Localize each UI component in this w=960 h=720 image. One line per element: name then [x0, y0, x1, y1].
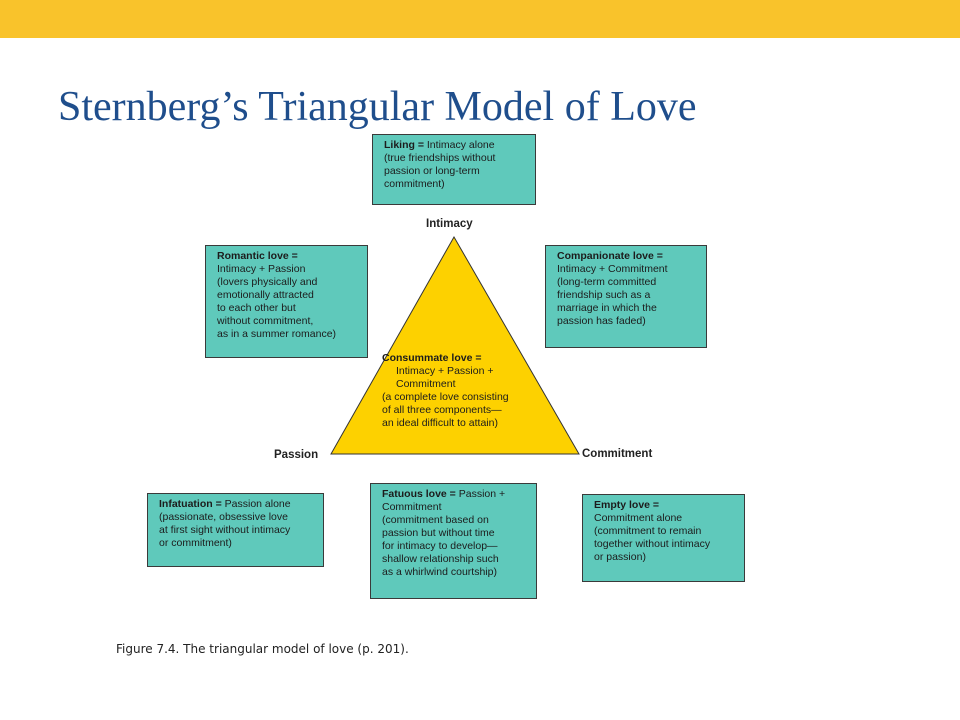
- infatuation-term: Infatuation =: [159, 498, 222, 510]
- romantic-line: to each other but: [217, 302, 296, 314]
- romantic-line: as in a summer romance): [217, 328, 337, 340]
- companionate-line: (long-term committed: [557, 276, 657, 288]
- romantic-line: Intimacy + Passion: [217, 263, 306, 275]
- romantic-line: without commitment,: [217, 315, 314, 327]
- fatuous-line: passion but without time: [382, 527, 495, 539]
- vertex-label-commitment: Commitment: [582, 448, 653, 460]
- consummate-line: an ideal difficult to attain): [382, 417, 498, 429]
- infatuation-line: (passionate, obsessive love: [159, 511, 288, 523]
- fatuous-line: shallow relationship such: [382, 553, 499, 565]
- infatuation-line: at first sight without intimacy: [159, 524, 291, 536]
- empty-line: or passion): [594, 551, 646, 563]
- box-liking: Liking = Intimacy alone (true friendship…: [372, 134, 536, 205]
- consummate-line: (a complete love consisting: [382, 391, 509, 403]
- companionate-term: Companionate love =: [557, 250, 663, 262]
- fatuous-line: Passion +: [458, 488, 506, 500]
- box-fatuous-love: Fatuous love = Passion + Commitment (com…: [370, 483, 537, 599]
- consummate-line: of all three components—: [382, 404, 502, 416]
- consummate-line: Commitment: [396, 378, 456, 390]
- fatuous-term: Fatuous love =: [382, 488, 456, 500]
- liking-line: passion or long-term: [384, 165, 480, 177]
- consummate-term: Consummate love =: [382, 352, 482, 364]
- consummate-line: Intimacy + Passion +: [396, 365, 494, 377]
- fatuous-line: (commitment based on: [382, 514, 489, 526]
- fatuous-line: for intimacy to develop—: [382, 540, 498, 552]
- romantic-line: emotionally attracted: [217, 289, 314, 301]
- companionate-line: marriage in which the: [557, 302, 657, 314]
- empty-line: Commitment alone: [594, 512, 683, 524]
- romantic-term: Romantic love =: [217, 250, 298, 262]
- vertex-label-passion: Passion: [274, 449, 319, 461]
- box-romantic-love: Romantic love = Intimacy + Passion (love…: [205, 245, 368, 358]
- empty-line: together without intimacy: [594, 538, 711, 550]
- liking-term: Liking =: [384, 139, 424, 151]
- infatuation-line: or commitment): [159, 537, 232, 549]
- vertex-label-intimacy: Intimacy: [426, 218, 473, 230]
- companionate-line: passion has faded): [557, 315, 646, 327]
- fatuous-line: as a whirlwind courtship): [382, 566, 497, 578]
- infatuation-line: Passion alone: [224, 498, 291, 510]
- figure-caption: Figure 7.4. The triangular model of love…: [116, 642, 409, 656]
- box-infatuation: Infatuation = Passion alone (passionate,…: [147, 493, 324, 567]
- slide-title: Sternberg’s Triangular Model of Love: [58, 86, 697, 130]
- romantic-line: (lovers physically and: [217, 276, 318, 288]
- companionate-line: friendship such as a: [557, 289, 651, 301]
- liking-line: commitment): [384, 178, 445, 190]
- box-companionate-love: Companionate love = Intimacy + Commitmen…: [545, 245, 707, 348]
- top-accent-bar: [0, 0, 960, 38]
- empty-line: (commitment to remain: [594, 525, 702, 537]
- fatuous-line: Commitment: [382, 501, 442, 513]
- consummate-love-text: Consummate love = Intimacy + Passion + C…: [382, 352, 542, 430]
- companionate-line: Intimacy + Commitment: [557, 263, 668, 275]
- empty-term: Empty love =: [594, 499, 660, 511]
- triangle-shape: [330, 235, 580, 455]
- box-empty-love: Empty love = Commitment alone (commitmen…: [582, 494, 745, 582]
- liking-line: Intimacy alone: [426, 139, 495, 151]
- liking-line: (true friendships without: [384, 152, 496, 164]
